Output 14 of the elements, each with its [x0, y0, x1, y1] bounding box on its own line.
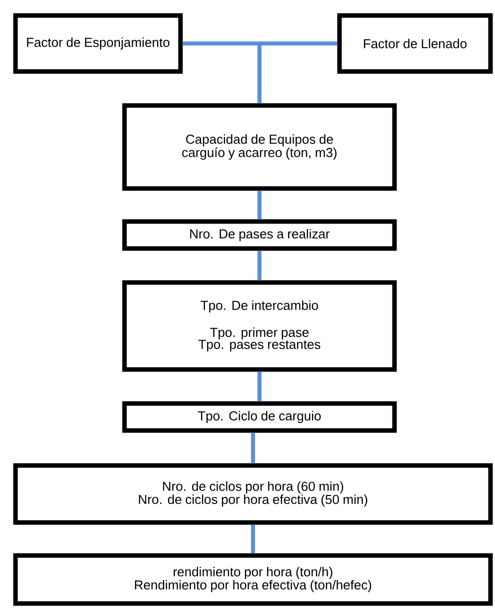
process-box: Factor de Llenado: [337, 13, 493, 74]
connector-line: [251, 524, 255, 554]
process-box: rendimiento por hora (ton/h) Rendimiento por hora efectiva (ton/hefec): [13, 553, 493, 606]
process-box: Factor de Esponjamiento: [13, 13, 183, 74]
process-box: Tpo. De intercambio Tpo. primer pase Tpo. pases restantes: [122, 280, 397, 372]
connector-line: [258, 42, 338, 104]
process-box: Tpo. Ciclo de carguio: [122, 401, 397, 433]
connector-line: [251, 432, 255, 464]
process-box: Nro. De pases a realizar: [122, 219, 397, 251]
process-box: Capacidad de Equipos de carguío y acarreo (ton, m3): [122, 103, 397, 191]
connector-line: [258, 190, 262, 220]
connector-line: [258, 372, 262, 402]
process-box: Nro. de ciclos por hora (60 min) Nro. de ciclos por hora efectiva (50 min): [13, 463, 493, 525]
connector-line: [258, 250, 262, 280]
